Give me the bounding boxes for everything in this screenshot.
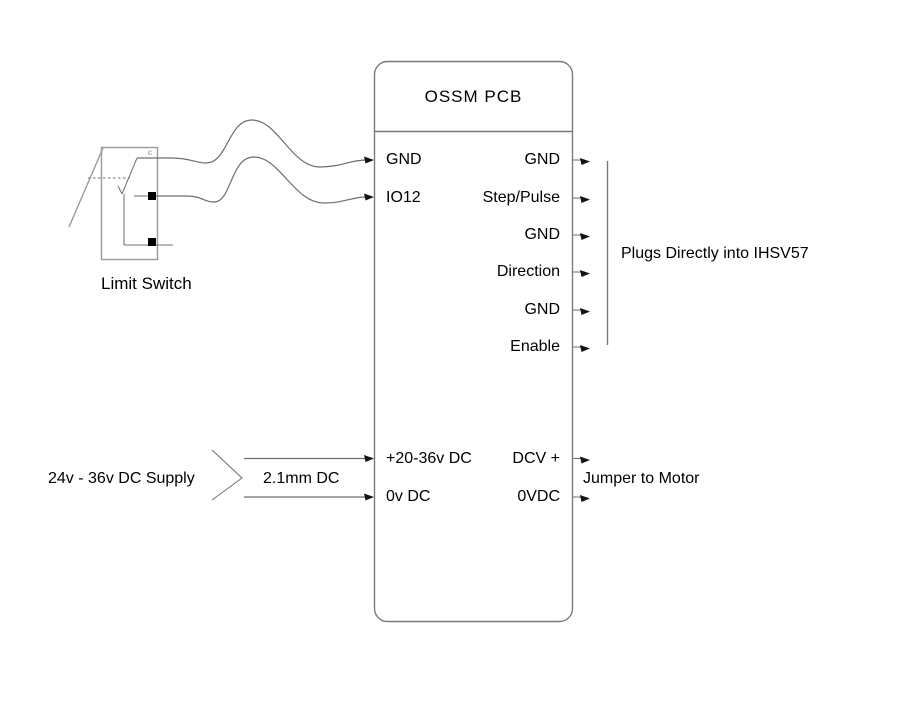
wire-to-io12 [156, 156, 367, 204]
switch-body [100, 146, 159, 261]
pin-label-20-36v: +20-36v DC [386, 450, 472, 467]
ossm-pcb-box [373, 60, 574, 623]
pcb-title: OSSM PCB [424, 87, 523, 106]
pin-arrow-icon [573, 270, 590, 277]
supply-chevron-icon [211, 449, 243, 501]
pin-label-direction: Direction [496, 263, 560, 280]
switch-arm [121, 157, 138, 195]
pin-arrow-icon [573, 233, 590, 240]
pin-label-step-pulse: Step/Pulse [482, 189, 560, 206]
switch-terminal-contact [148, 192, 156, 200]
pin-arrow-icon [573, 308, 590, 315]
pin-label-0v: 0v DC [386, 488, 431, 505]
limit-switch-drawing [68, 146, 173, 261]
wire-arrowhead-icon [364, 493, 374, 501]
switch-lever [68, 147, 104, 228]
pin-label-gnd-left: GND [386, 151, 422, 168]
driver-note: Plugs Directly into IHSV57 [621, 245, 809, 262]
pin-arrow-icon [573, 158, 590, 165]
connector-label: 2.1mm DC [263, 470, 340, 487]
switch-arm-tip [117, 185, 123, 195]
switch-terminal-contact [148, 238, 156, 246]
motor-note: Jumper to Motor [583, 470, 700, 487]
wire-arrowhead-icon [364, 455, 374, 462]
right-pin-arrows [573, 158, 590, 502]
pin-arrow-icon [573, 196, 590, 203]
switch-common-label: c [148, 148, 152, 157]
pin-label-gnd-2: GND [524, 226, 560, 243]
wire-arrowhead-icon [364, 193, 374, 201]
pin-arrow-icon [573, 495, 590, 502]
wire-to-gnd [137, 119, 367, 168]
pin-arrow-icon [573, 456, 590, 464]
pin-arrow-icon [573, 345, 590, 352]
switch-wires [137, 119, 374, 204]
pin-label-dcv-plus: DCV + [512, 450, 560, 467]
limit-switch-label: Limit Switch [101, 274, 192, 293]
pin-label-gnd-3: GND [524, 301, 560, 318]
pin-label-0vdc: 0VDC [517, 488, 560, 505]
pin-label-enable: Enable [510, 338, 560, 355]
wire-arrowhead-icon [364, 156, 374, 164]
pin-label-gnd-1: GND [524, 151, 560, 168]
pin-label-io12: IO12 [386, 189, 421, 206]
dc-supply-graphics [211, 449, 374, 501]
supply-label: 24v - 36v DC Supply [48, 470, 195, 487]
